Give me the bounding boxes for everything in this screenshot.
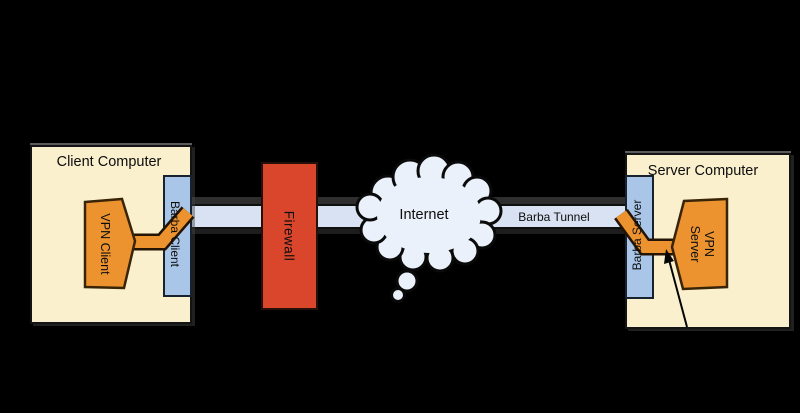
cloud-tail-bubble-large bbox=[395, 269, 419, 293]
cloud-tail-bubble-small bbox=[390, 287, 406, 303]
barba-tunnel-label: Barba Tunnel bbox=[518, 210, 590, 224]
vpn-client-label: VPN Client bbox=[98, 213, 112, 275]
barba-client-label: Barba Client bbox=[168, 200, 182, 268]
callout-arrow bbox=[664, 249, 688, 328]
firewall-label: Firewall bbox=[281, 210, 297, 262]
firewall-block bbox=[261, 162, 318, 310]
vpn-client-shape bbox=[83, 197, 137, 290]
vpn-server-label: VPN Server bbox=[688, 225, 716, 263]
client-computer-title: Client Computer bbox=[56, 154, 162, 170]
internet-label: Internet bbox=[399, 207, 449, 223]
vpn-server-shape bbox=[670, 197, 729, 291]
server-connector bbox=[616, 210, 676, 253]
server-computer-title: Server Computer bbox=[647, 163, 759, 179]
barba-server-label: Barba Server bbox=[630, 199, 644, 271]
internet-cloud bbox=[355, 153, 503, 303]
client-connector bbox=[131, 208, 193, 248]
